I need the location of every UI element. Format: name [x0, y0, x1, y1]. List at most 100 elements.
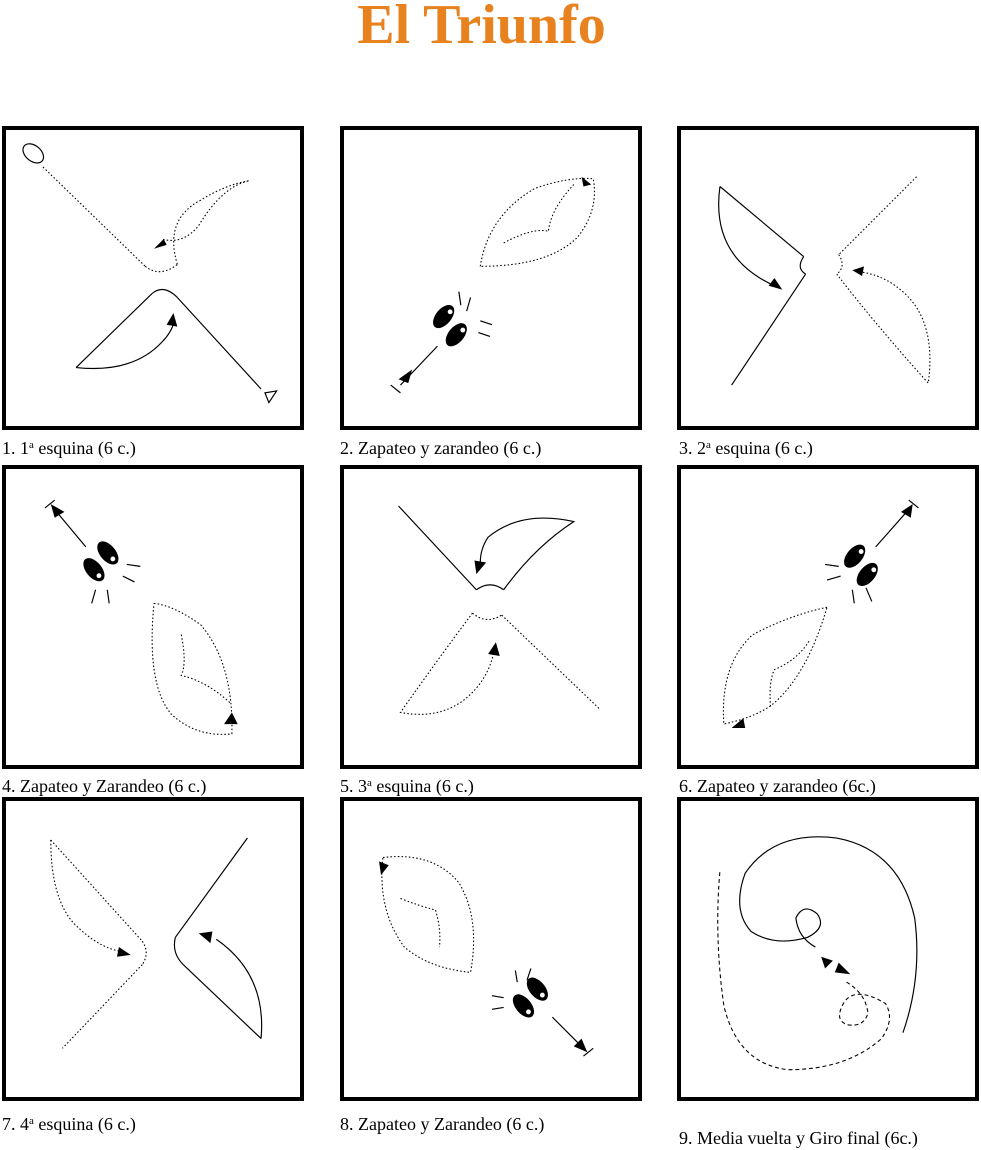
dotted-leaf: [722, 606, 828, 725]
arrowhead: [573, 1038, 588, 1053]
path-line: [182, 964, 262, 1039]
tap-ray: [126, 563, 141, 567]
end-bar: [44, 499, 56, 509]
dotted-inner: [769, 640, 810, 707]
dotted-wing: [836, 271, 931, 385]
start-marker-oval: [22, 143, 45, 164]
arrowhead: [166, 313, 178, 327]
tap-ray: [514, 970, 518, 983]
figure-6-diagram: [722, 499, 919, 728]
footprints-icon: [433, 304, 467, 347]
arrowhead: [581, 176, 592, 187]
figure-caption-8: 8. Zapateo y Zarandeo (6 c.): [340, 1114, 545, 1134]
solid-wing: [76, 320, 175, 370]
arrowhead: [731, 718, 746, 728]
dotted-inner: [180, 634, 231, 704]
arrowhead: [116, 947, 131, 957]
bump-curve: [799, 256, 806, 275]
figure-caption-9: 9. Media vuelta y Giro final (6c.): [679, 1128, 918, 1148]
tap-ray: [826, 575, 841, 581]
figure-panel-9: [677, 797, 979, 1101]
arrowhead: [901, 504, 913, 518]
bump-curve: [472, 612, 502, 620]
tap-ray: [91, 589, 97, 604]
tap-ray: [491, 1006, 504, 1010]
dotted-leaf: [479, 177, 596, 267]
figure-caption-3: 3. 2a esquina (6 c.): [679, 438, 813, 458]
figure-panel-8: [340, 797, 642, 1101]
arrowhead: [198, 931, 213, 944]
path-line: [62, 964, 143, 1049]
tap-ray: [458, 291, 462, 306]
footprints-icon: [83, 541, 119, 582]
path-line: [176, 297, 262, 390]
figure-9-diagram: [717, 836, 918, 1071]
arrowhead: [821, 956, 833, 969]
arrowhead: [153, 239, 167, 249]
arrowhead: [488, 642, 500, 656]
arrowhead: [224, 712, 238, 725]
tap-ray: [122, 575, 135, 583]
figure-7-diagram: [50, 837, 263, 1049]
footprints-icon: [844, 544, 878, 587]
arrowhead: [50, 504, 65, 518]
arrowhead: [852, 266, 865, 277]
solid-wing: [718, 186, 775, 287]
tap-ray: [526, 968, 532, 981]
figure-3-diagram: [718, 176, 931, 386]
solid-spiral: [739, 836, 918, 1033]
path-line: [719, 186, 805, 258]
figure-caption-2: 2. Zapateo y zarandeo (6 c.): [340, 438, 542, 458]
figure-4-diagram: [44, 499, 238, 735]
direction-line: [875, 513, 906, 548]
figure-panel-2: [340, 126, 642, 430]
end-marker-triangle: [264, 390, 278, 404]
arrowhead: [474, 560, 487, 575]
path-line: [75, 293, 153, 368]
solid-wing: [215, 938, 263, 1039]
arrowhead: [379, 861, 389, 876]
end-bar: [908, 499, 919, 509]
figure-2-diagram: [390, 176, 596, 394]
dotted-wing: [161, 180, 250, 265]
figure-5-diagram: [398, 505, 600, 715]
dotted-leaf: [151, 602, 233, 735]
solid-wing: [479, 517, 576, 591]
dotted-wing: [399, 612, 495, 715]
footprints-icon: [512, 977, 548, 1018]
path-line: [398, 505, 477, 591]
bump-curve: [144, 263, 178, 273]
dotted-leaf: [381, 856, 475, 973]
dotted-wing: [50, 839, 120, 952]
figure-8-diagram: [379, 856, 594, 1057]
bump-curve: [476, 584, 504, 591]
bump-curve: [141, 940, 147, 965]
tap-ray: [491, 995, 504, 999]
dashed-spiral: [717, 871, 890, 1071]
arrowhead: [834, 962, 851, 975]
figure-panel-5: [340, 465, 642, 769]
figure-1-diagram: [22, 143, 278, 404]
path-line: [731, 273, 807, 386]
bump-curve: [836, 254, 843, 275]
end-bar: [390, 384, 401, 394]
path-line: [50, 839, 143, 942]
arrowhead: [398, 369, 413, 384]
arrowhead: [768, 278, 783, 290]
direction-line: [56, 511, 87, 548]
page-title: El Triunfo: [357, 0, 606, 56]
bump-curve: [151, 288, 178, 298]
tap-ray: [480, 320, 493, 326]
tap-ray: [106, 589, 110, 604]
figure-caption-7: 7. 4a esquina (6 c.): [2, 1114, 136, 1134]
dotted-inner: [400, 897, 441, 948]
path-line: [42, 166, 146, 267]
figure-panel-4: [2, 465, 304, 769]
figure-panel-6: [677, 465, 979, 769]
figure-panel-3: [677, 126, 979, 430]
tap-ray: [824, 563, 839, 567]
path-line: [838, 176, 917, 256]
figure-panel-1: [2, 126, 304, 430]
figure-caption-4: 4. Zapateo y Zarandeo (6 c.): [2, 776, 207, 796]
end-bar: [583, 1047, 594, 1057]
